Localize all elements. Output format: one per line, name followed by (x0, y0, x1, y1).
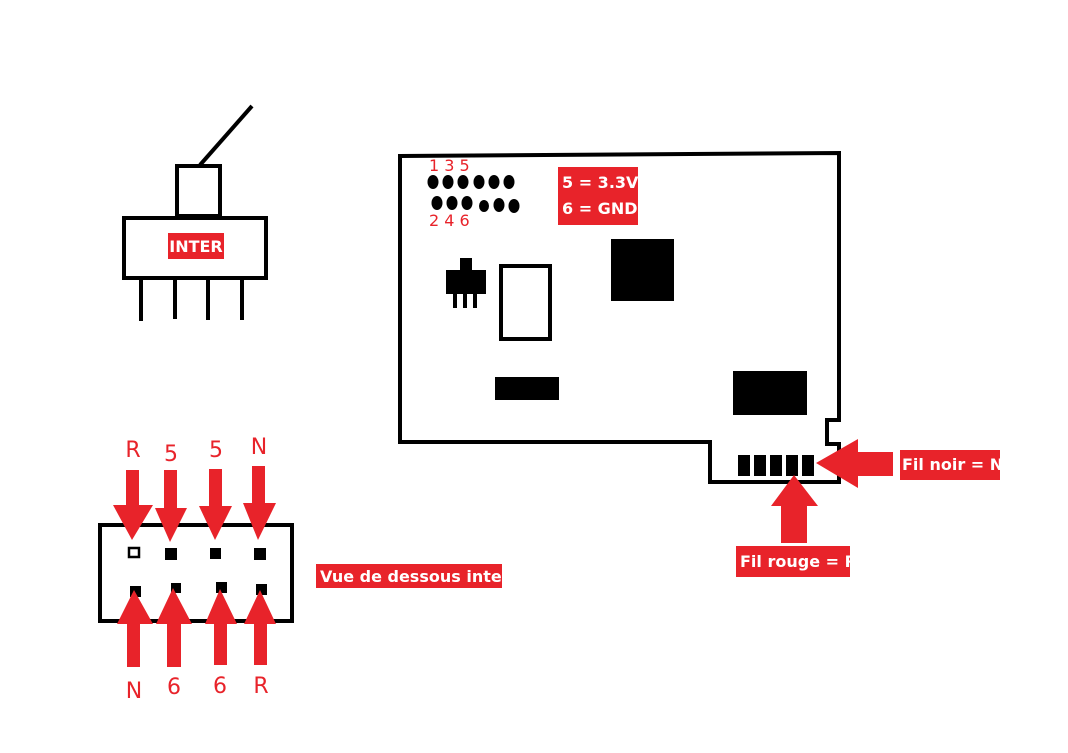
voltage-regulator (446, 258, 486, 308)
connector-pin (754, 455, 766, 476)
arrow-up-4 (244, 590, 276, 665)
switch-label-box (168, 233, 224, 259)
header-top-numbers: 1 3 5 (429, 156, 470, 175)
top-label-4: N (251, 435, 267, 460)
switch-bottom-view: R 5 5 N N 6 6 R Vue de dessous inter (98, 435, 510, 704)
header-pin (461, 196, 473, 210)
arrow-up-1 (117, 590, 153, 667)
switch-bottom-caption-box (316, 564, 502, 588)
arrow-down-2 (155, 470, 187, 542)
pad-top-1 (127, 546, 141, 559)
pad-bottom-3 (216, 582, 227, 593)
header-pin (493, 198, 505, 212)
outlined-component (499, 264, 552, 341)
pad-top-2 (165, 548, 177, 560)
switch-bushing (175, 164, 222, 218)
wire-black-label-box (900, 450, 1000, 480)
arrow-down-3 (199, 469, 232, 540)
pad-bottom-4 (256, 584, 267, 595)
header-pin (503, 175, 515, 189)
header-pin (473, 175, 485, 189)
bottom-label-3: 6 (213, 674, 227, 699)
arrow-up-2 (156, 588, 192, 667)
chip-rect (733, 371, 807, 415)
switch-bottom-caption: Vue de dessous inter (320, 567, 510, 586)
header-pin (442, 175, 454, 189)
circuit-board: 1 3 5 2 4 6 5 = 3.3V 6 = GND (398, 150, 1003, 577)
wire-red-label-box (736, 546, 850, 577)
chip-square (611, 239, 674, 301)
pin-legend-line-2: 6 = GND (562, 199, 637, 218)
top-label-3: 5 (209, 438, 223, 463)
header-pin (446, 196, 458, 210)
pad-top-4 (254, 548, 266, 560)
header-top-row (427, 175, 515, 189)
header-bottom-numbers: 2 4 6 (429, 211, 470, 230)
wire-red-label: Fil rouge = R (740, 552, 857, 571)
arrow-red-wire (771, 475, 818, 543)
pin-legend-box (558, 167, 638, 225)
top-label-2: 5 (164, 442, 178, 467)
pad-bottom-1 (130, 586, 141, 597)
header-pin (427, 175, 439, 189)
connector-pin (770, 455, 782, 476)
top-label-1: R (125, 438, 140, 463)
header-pin (431, 196, 443, 210)
bottom-label-4: R (253, 674, 268, 699)
pin-legend-line-1: 5 = 3.3V (562, 173, 639, 192)
wire-black-label: Fil noir = N (902, 455, 1003, 474)
connector-pin (802, 455, 814, 476)
bottom-label-1: N (126, 679, 142, 704)
header-bottom-row (431, 196, 520, 213)
switch-side-view: INTER (122, 104, 268, 321)
connector-pin (786, 455, 798, 476)
header-pin (457, 175, 469, 189)
pad-top-3 (210, 548, 221, 559)
wire-connector (738, 455, 814, 476)
arrow-up-3 (205, 589, 237, 665)
switch-body (122, 216, 268, 280)
pad-bottom-2 (171, 583, 181, 593)
header-pin (479, 200, 489, 212)
chip-small (495, 377, 559, 400)
bottom-label-2: 6 (167, 675, 181, 700)
switch-label: INTER (169, 237, 223, 256)
arrow-black-wire (816, 439, 893, 488)
connector-pin (738, 455, 750, 476)
header-pin (488, 175, 500, 189)
switch-lever (198, 104, 254, 167)
header-pin (508, 199, 520, 213)
arrow-down-4 (243, 466, 276, 540)
arrow-down-1 (113, 470, 153, 540)
